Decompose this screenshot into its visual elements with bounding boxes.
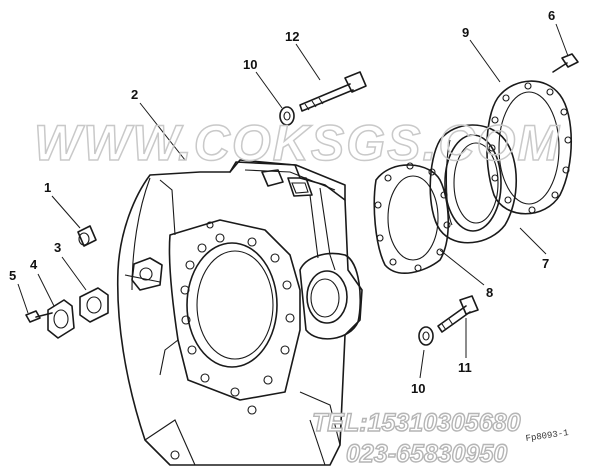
oil-seal-retainer bbox=[429, 124, 518, 244]
callout-3: 3 bbox=[54, 240, 61, 255]
callout-1: 1 bbox=[44, 180, 51, 195]
adapter-gasket bbox=[373, 162, 451, 274]
callout-2: 2 bbox=[131, 87, 138, 102]
callout-8: 8 bbox=[486, 285, 493, 300]
lower-capscrew bbox=[437, 295, 479, 333]
watermark-phone: TEL:15310305680 bbox=[312, 409, 521, 437]
seal-cover-ring bbox=[486, 80, 572, 215]
drawing-code: Fp8093-1 bbox=[525, 428, 569, 444]
callout-10-lower: 10 bbox=[411, 381, 425, 396]
watermark-tel2: 023-65830950 bbox=[346, 440, 507, 468]
watermark-site: WWW.COKSGS.COM bbox=[34, 115, 561, 171]
callout-6: 6 bbox=[548, 8, 555, 23]
upper-capscrew bbox=[299, 71, 367, 112]
cover-capscrew bbox=[25, 310, 53, 323]
callout-12: 12 bbox=[285, 29, 299, 44]
callout-11: 11 bbox=[458, 360, 472, 375]
pipe-plug bbox=[77, 225, 97, 247]
callout-4: 4 bbox=[30, 257, 38, 272]
callout-7: 7 bbox=[542, 256, 549, 271]
callout-labels: 1 2 3 4 5 6 7 8 9 10 10 11 12 bbox=[9, 8, 555, 396]
callout-5: 5 bbox=[9, 268, 16, 283]
ring-capscrew bbox=[552, 53, 579, 73]
lower-washer bbox=[418, 326, 434, 346]
callout-10-upper: 10 bbox=[243, 57, 257, 72]
cover-plate bbox=[47, 299, 75, 339]
leader-lines bbox=[17, 23, 569, 379]
upper-washer bbox=[279, 106, 295, 126]
flywheel-housing bbox=[116, 159, 363, 466]
callout-9: 9 bbox=[462, 25, 469, 40]
cover-gasket bbox=[79, 287, 109, 323]
